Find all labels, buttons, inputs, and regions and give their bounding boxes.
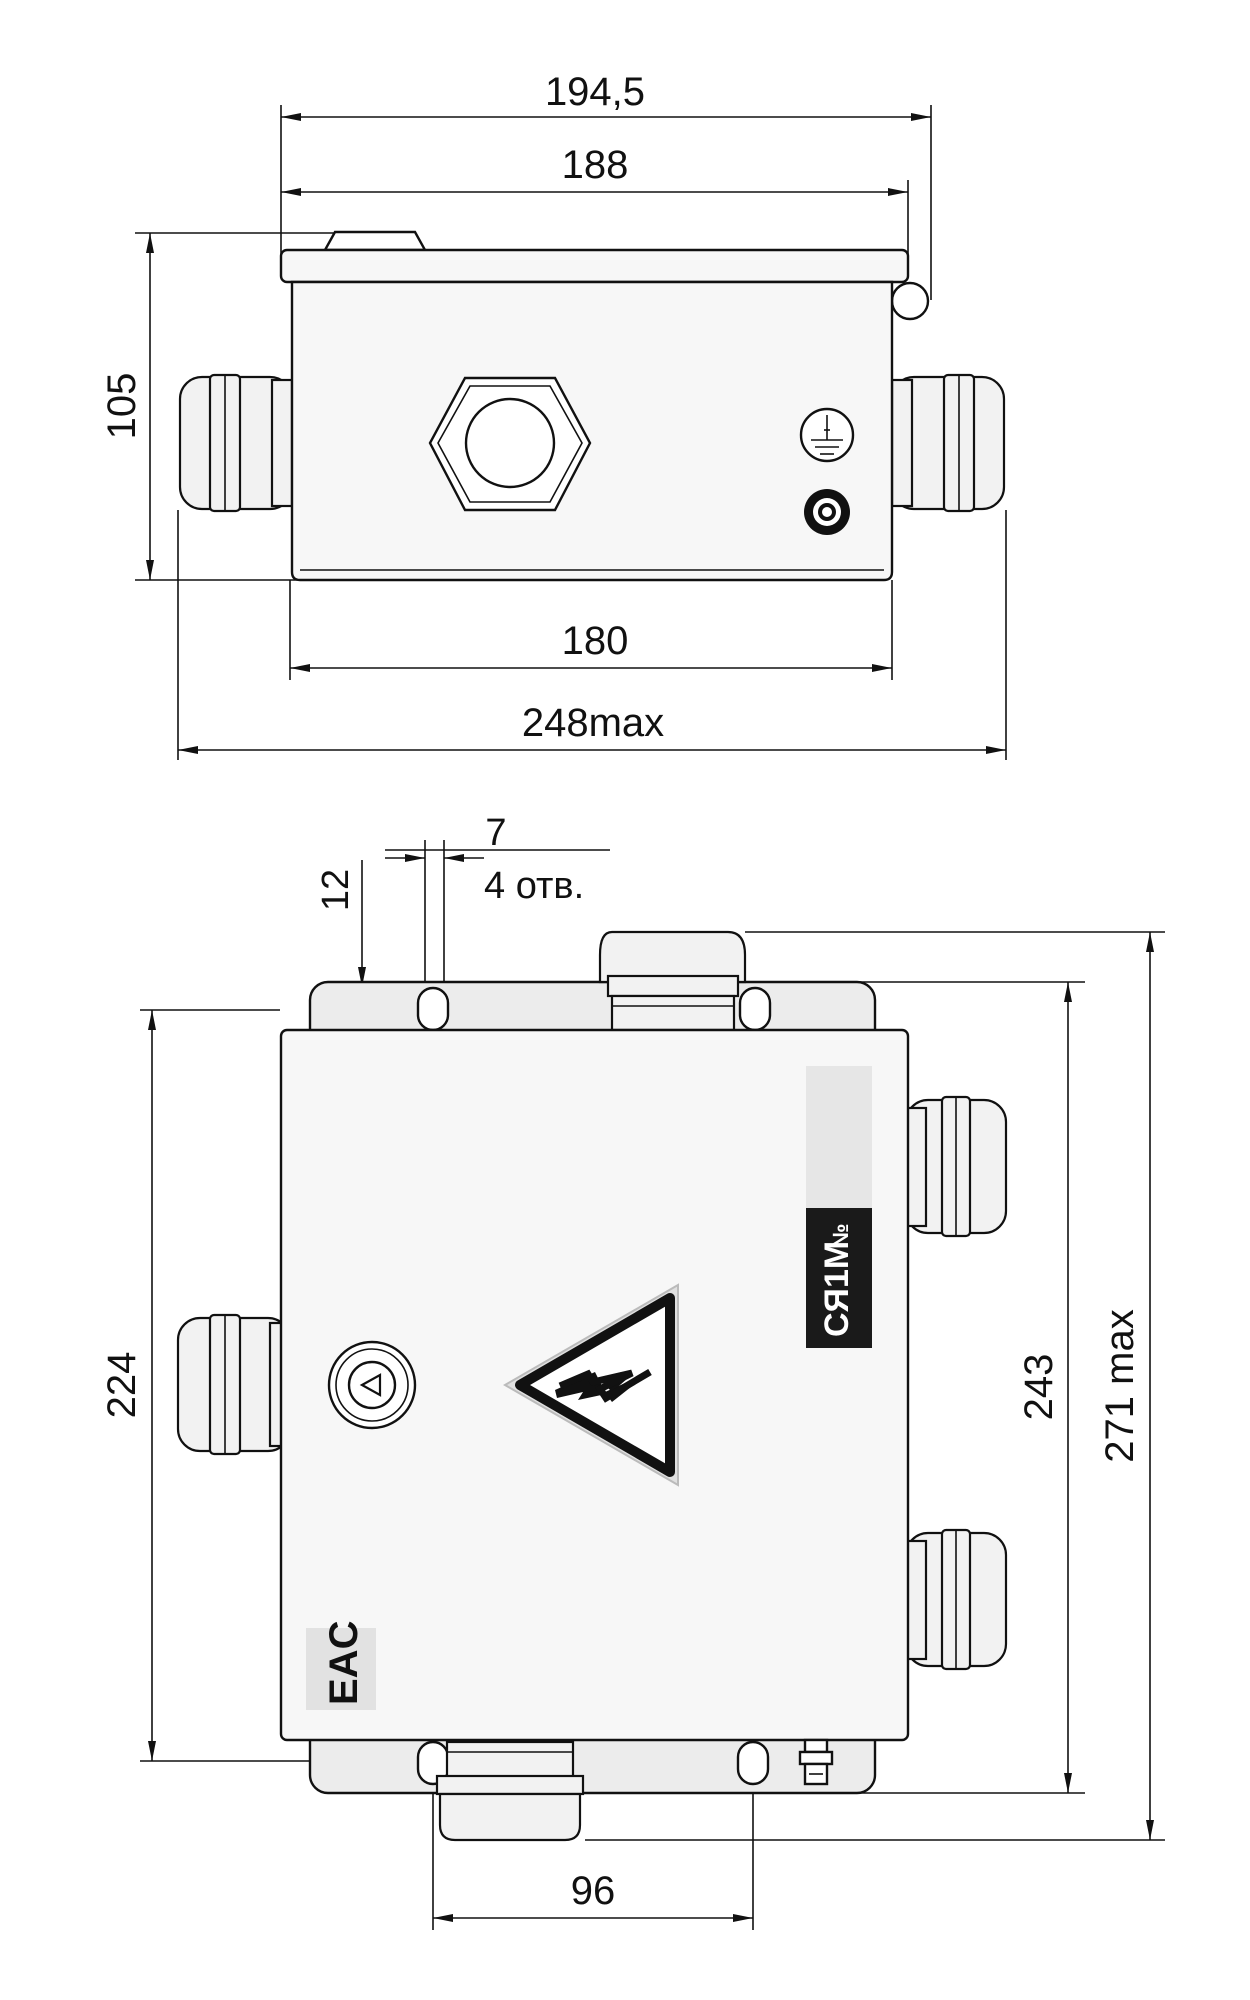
nameplate-blank [806,1066,872,1208]
gland-left-top [178,373,294,513]
dim-label-96: 96 [571,1869,616,1913]
mount-hole-br [736,1740,770,1786]
gland-right-lower [904,1528,1008,1671]
gland-right-top [890,373,1006,513]
top-view: 194,5 188 105 180 248max [100,70,1007,760]
front-view: 7 4 отв. 12 224 243 271 max 96 [100,812,1165,1930]
nameplate: СЯ1М № [806,1066,872,1348]
dim-label-224: 224 [100,1352,144,1419]
box-body-top [290,280,894,582]
dim-label-12: 12 [315,869,357,911]
ground-stud-icon [798,1738,834,1786]
dim-label-248: 248max [522,701,664,745]
gland-bottom-front [435,1740,585,1842]
nameplate-label-bg [806,1208,872,1348]
gland-right-upper [904,1095,1008,1238]
ground-icon [799,407,855,463]
dim-label-188: 188 [562,143,629,187]
lid-plate [279,248,910,284]
center-gland-hex [428,376,592,512]
push-button-icon [327,1340,417,1430]
nameplate-number-sign: № [828,1223,853,1248]
dim-label-holes: 4 отв. [484,865,584,907]
nameplate-text: СЯ1М [818,1241,856,1337]
mount-hole-tl [416,986,450,1032]
mount-hole-tr [738,986,772,1032]
dim-label-271: 271 max [1098,1309,1142,1462]
hinge [890,281,930,321]
ground-bolt-icon [804,489,850,535]
dim-label-194: 194,5 [545,70,645,114]
gland-left-front [176,1313,294,1456]
gland-top-front [598,930,747,1032]
dim-label-7: 7 [485,812,506,854]
dim-label-180: 180 [562,619,629,663]
lid-vent-cap [322,230,428,252]
dim-label-105: 105 [100,373,144,440]
dim-label-243: 243 [1017,1354,1061,1421]
high-voltage-warning-icon [503,1283,679,1487]
eac-mark-text: EAC [322,1621,366,1705]
eac-mark-icon: EAC [306,1621,376,1710]
